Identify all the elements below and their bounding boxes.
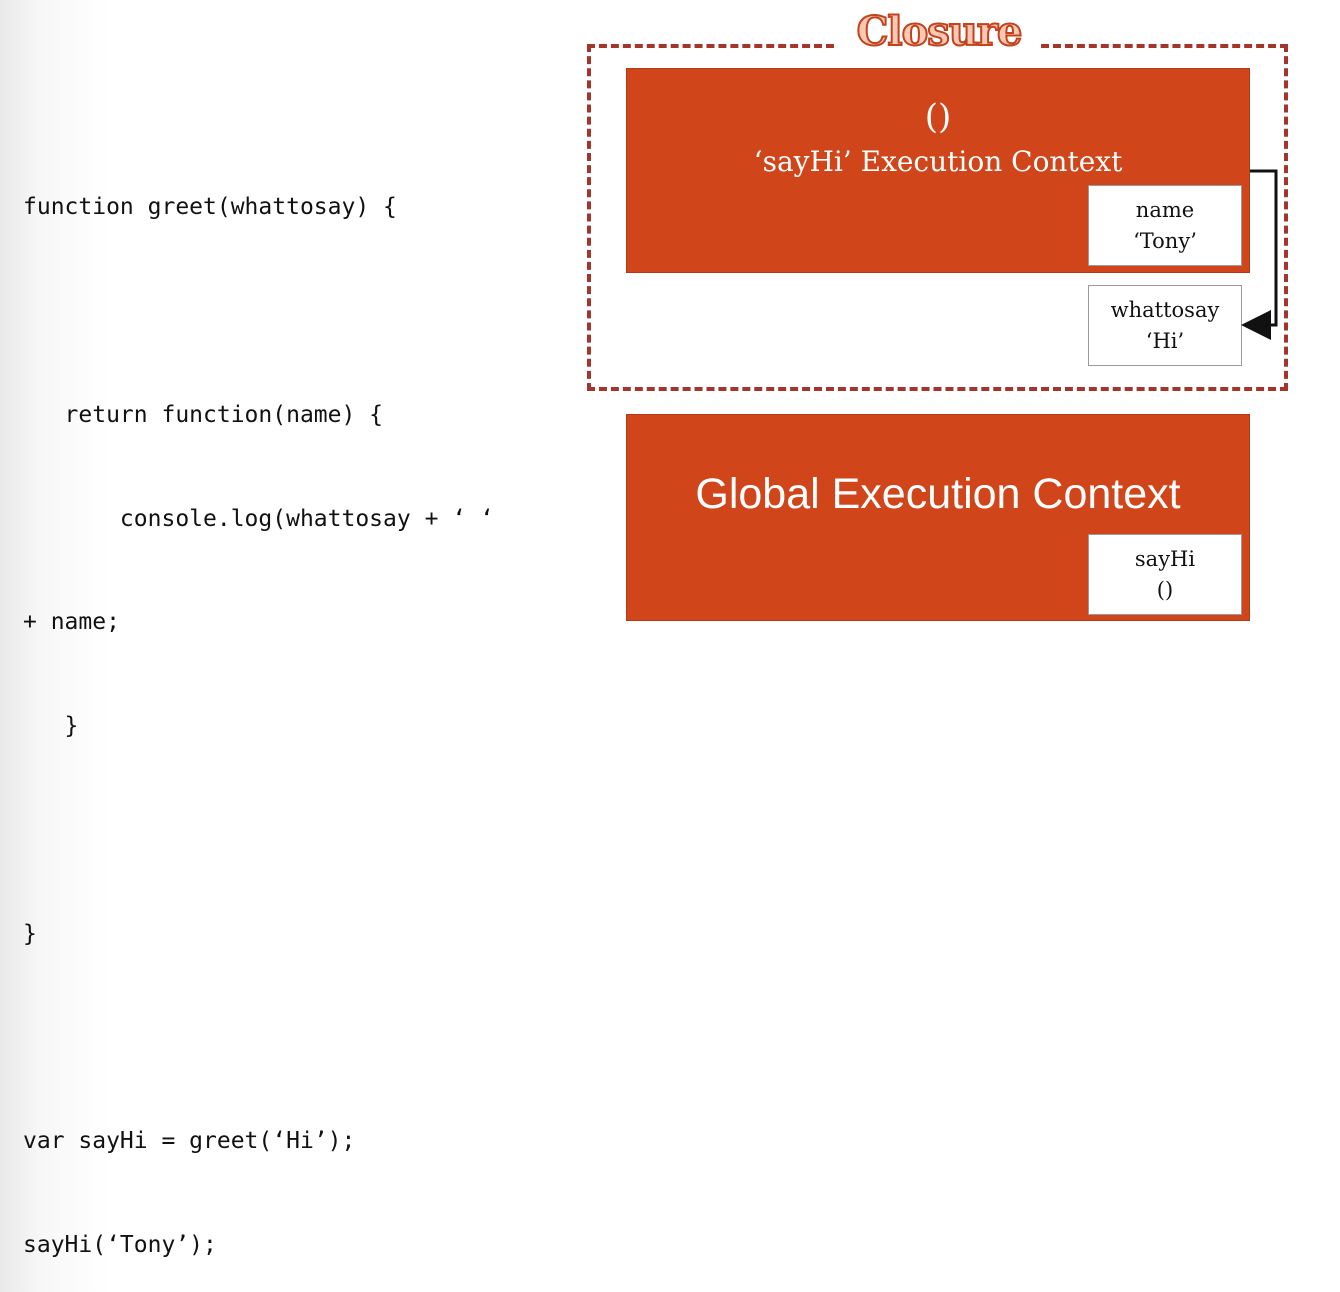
- variable-value: ‘Hi’: [1145, 328, 1185, 353]
- code-line: }: [23, 920, 37, 947]
- code-line: return function(name) {: [23, 401, 384, 428]
- whattosay-variable-box: whattosay ‘Hi’: [1088, 285, 1242, 366]
- name-variable-box: name ‘Tony’: [1088, 185, 1242, 266]
- sayhi-variable-box: sayHi (): [1088, 534, 1242, 615]
- code-listing: function greet(whattosay) { return funct…: [23, 121, 494, 1292]
- code-line: [23, 813, 494, 848]
- sayhi-context-label: ‘sayHi’ Execution Context: [753, 145, 1123, 178]
- variable-value: ‘Tony’: [1133, 228, 1197, 253]
- code-line: }: [23, 713, 79, 740]
- code-line: sayHi(‘Tony’);: [23, 1232, 217, 1258]
- sayhi-context-symbol: (): [924, 97, 952, 137]
- variable-value: (): [1156, 577, 1174, 602]
- code-line: var sayHi = greet(‘Hi’);: [23, 1128, 356, 1155]
- variable-name: sayHi: [1134, 546, 1196, 571]
- variable-name: whattosay: [1110, 297, 1220, 322]
- code-line: + name;: [23, 609, 120, 636]
- code-line: [23, 1020, 494, 1055]
- variable-name: name: [1135, 197, 1195, 222]
- code-line: [23, 294, 494, 329]
- global-context-label: Global Execution Context: [695, 470, 1181, 518]
- closure-title: Closure: [838, 6, 1040, 58]
- code-line: function greet(whattosay) {: [23, 194, 397, 221]
- code-line: console.log(whattosay + ‘ ‘: [23, 505, 494, 532]
